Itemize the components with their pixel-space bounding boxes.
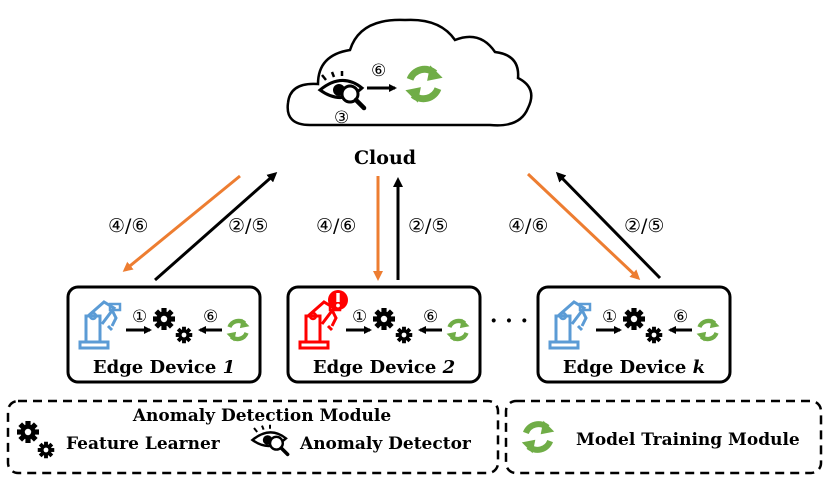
legend-feature-learner: Feature Learner	[66, 434, 221, 454]
gear-icon	[373, 308, 395, 330]
device-2-step-left: ①	[352, 307, 367, 327]
link-k-up-label: ②/⑤	[624, 215, 664, 237]
legend-model-training-module: Model Training Module	[504, 399, 823, 475]
device-1-label: Edge Device 1	[93, 357, 235, 378]
gear-icon	[645, 326, 663, 344]
arrow-device-k-to-cloud	[555, 171, 662, 280]
device-2-label: Edge Device 2	[313, 357, 455, 378]
gear-icon	[395, 326, 413, 344]
link-2-up-label: ②/⑤	[408, 215, 448, 237]
legend-box-right	[504, 399, 823, 475]
link-2-down-label: ④/⑥	[316, 215, 356, 237]
gear-icon	[623, 308, 645, 330]
gear-icon	[37, 441, 55, 459]
edge-device-k: ① ⑥ Edge Device k	[536, 285, 732, 384]
gear-icon	[175, 326, 193, 344]
arrow-device-1-to-cloud	[154, 172, 278, 282]
alert-icon	[328, 290, 348, 310]
cloud-node: ⑥ ③	[286, 18, 533, 128]
gear-icon	[17, 421, 39, 443]
arrow-cloud-to-device-1	[122, 174, 241, 272]
device-k-step-left: ①	[602, 307, 617, 327]
device-k-label: Edge Device k	[563, 357, 705, 378]
arrow-cloud-to-device-k	[526, 172, 641, 281]
device-1-step-left: ①	[132, 307, 147, 327]
cloud-shape	[286, 18, 533, 127]
legend-anomaly-detection-module: Anomaly Detection Module Feature Learner…	[6, 399, 500, 475]
device-1-step-right: ⑥	[203, 307, 218, 327]
legend-box-left	[6, 399, 500, 475]
edge-device-2: ① ⑥ Edge Device 2	[286, 285, 482, 384]
more-devices-ellipsis: · · ·	[490, 308, 528, 334]
edge-device-1: ① ⑥ Edge Device 1	[66, 285, 262, 384]
link-1-down-label: ④/⑥	[108, 215, 148, 237]
device-k-step-right: ⑥	[673, 307, 688, 327]
legend-anomaly-detector: Anomaly Detector	[299, 434, 472, 454]
cloud-label: Cloud	[354, 147, 416, 169]
cloud-step-top: ⑥	[371, 61, 386, 81]
legend-module-title: Anomaly Detection Module	[132, 406, 392, 426]
device-2-step-right: ⑥	[423, 307, 438, 327]
cloud-step-bottom: ③	[334, 108, 349, 128]
link-k-down-label: ④/⑥	[508, 215, 548, 237]
link-1-up-label: ②/⑤	[228, 215, 268, 237]
gear-icon	[153, 308, 175, 330]
eye-magnifier-icon	[250, 422, 290, 457]
recycle-icon	[522, 421, 554, 453]
legend-model-training: Model Training Module	[576, 430, 800, 450]
